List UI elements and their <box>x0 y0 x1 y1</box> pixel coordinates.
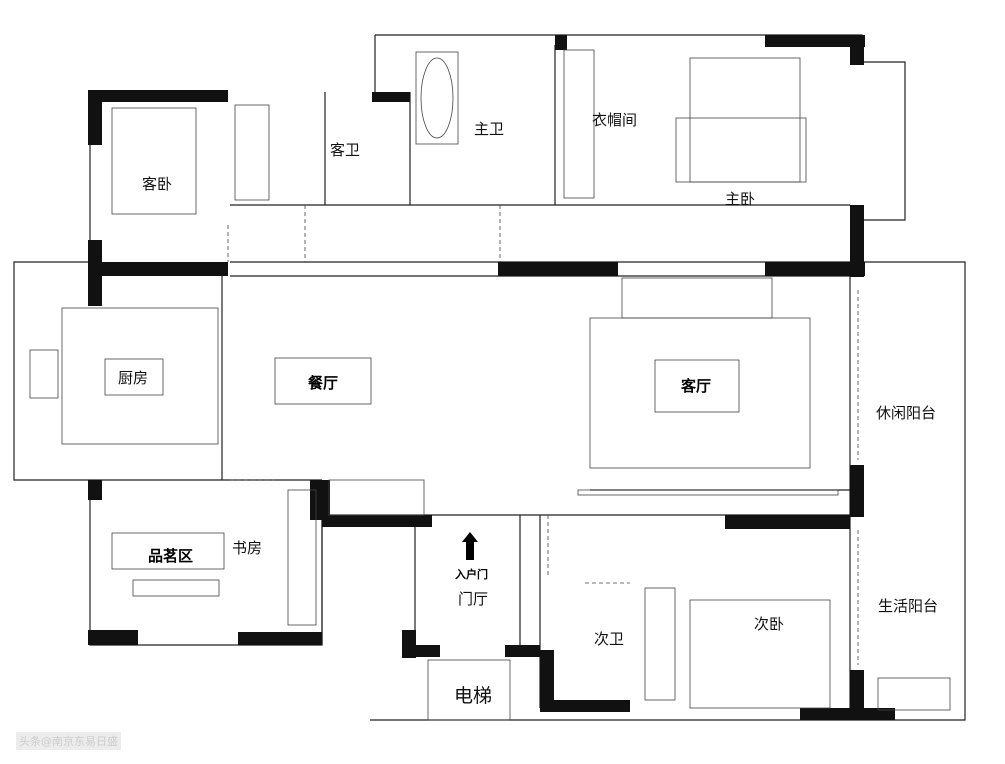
entry-arrow-icon <box>462 532 478 560</box>
label-service-balcony: 生活阳台 <box>878 597 938 615</box>
watermark: 头条@南京东易日盛 <box>16 732 121 750</box>
label-kitchen: 厨房 <box>118 369 148 387</box>
label-second-bath: 次卫 <box>594 630 624 648</box>
label-foyer: 门厅 <box>458 590 488 608</box>
label-master-bath: 主卫 <box>474 120 504 138</box>
label-study: 书房 <box>232 539 262 557</box>
label-master-bedroom: 主卧 <box>725 190 755 208</box>
label-second-bedroom: 次卧 <box>754 615 784 633</box>
label-dining: 餐厅 <box>308 374 338 392</box>
label-leisure-balcony: 休闲阳台 <box>876 404 936 422</box>
door-swings <box>227 205 859 665</box>
furniture <box>29 49 951 721</box>
label-tea-area: 品茗区 <box>148 547 193 565</box>
label-elevator: 电梯 <box>454 685 492 707</box>
room-labels: 客卧 客卫 主卫 衣帽间 主卧 厨房 餐厅 客厅 休闲阳台 品茗区 书房 入户门… <box>118 111 938 707</box>
label-cloakroom: 衣帽间 <box>592 111 637 129</box>
label-living: 客厅 <box>680 377 711 395</box>
label-guest-bath: 客卫 <box>330 141 360 159</box>
label-guest-bedroom: 客卧 <box>142 175 172 193</box>
label-entry-door: 入户门 <box>455 567 488 581</box>
load-bearing-walls <box>88 35 895 720</box>
